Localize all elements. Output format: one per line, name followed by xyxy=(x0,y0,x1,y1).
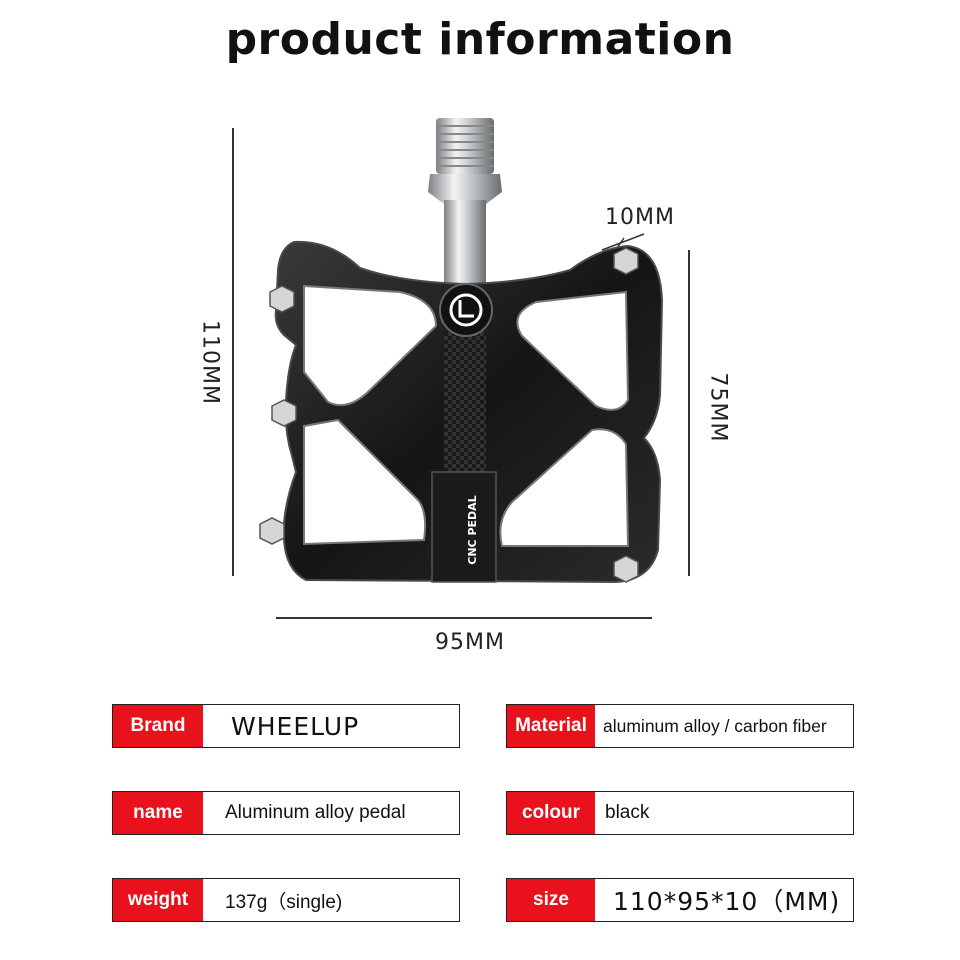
spec-name: name Aluminum alloy pedal xyxy=(112,791,460,835)
spec-size-value: 110*95*10（MM) xyxy=(613,887,841,916)
pedal-illustration: CNC PEDAL xyxy=(240,100,680,620)
spec-weight: weight 137g（single) xyxy=(112,878,460,922)
pedal-logo xyxy=(439,283,493,337)
height-dimension-line-left xyxy=(232,128,234,576)
width-dimension-line xyxy=(276,617,652,619)
pedal-window-top-left xyxy=(303,284,438,406)
page-title: product information xyxy=(225,14,735,65)
spec-brand-label: Brand xyxy=(113,705,203,747)
pedal-pins xyxy=(259,247,639,583)
width-dimension-label: 95MM xyxy=(435,630,505,655)
height-dimension-label-right: 75MM xyxy=(705,372,731,443)
spec-weight-value: 137g（single) xyxy=(225,891,343,913)
spec-brand: Brand WHEELUP xyxy=(112,704,460,748)
pedal-window-top-right xyxy=(516,290,630,411)
spec-colour-value: black xyxy=(605,802,650,823)
spec-material-label: Material xyxy=(507,705,595,747)
height-dimension-line-right xyxy=(688,250,690,576)
axle-thread xyxy=(436,118,494,174)
spec-weight-label: weight xyxy=(113,879,203,921)
spec-colour: colour black xyxy=(506,791,854,835)
spec-size-label: size xyxy=(507,879,595,921)
spindle-housing xyxy=(431,471,497,583)
pedal-brand-text: CNC PEDAL xyxy=(466,495,479,564)
pedal-image: CNC PEDAL xyxy=(259,118,664,584)
spec-colour-label: colour xyxy=(507,792,595,834)
spec-name-label: name xyxy=(113,792,203,834)
height-dimension-label-left: 110MM xyxy=(197,320,223,405)
pedal-window-bottom-right xyxy=(499,428,630,547)
spec-material-value: aluminum alloy / carbon fiber xyxy=(603,715,827,736)
pedal-window-bottom-left xyxy=(303,418,427,546)
spec-brand-value: WHEELUP xyxy=(231,711,360,741)
spec-size: size 110*95*10（MM) xyxy=(506,878,854,922)
spec-material: Material aluminum alloy / carbon fiber xyxy=(506,704,854,748)
carbon-spindle xyxy=(444,332,486,472)
spec-name-value: Aluminum alloy pedal xyxy=(225,802,406,823)
thickness-dimension-label: 10MM xyxy=(605,205,675,230)
